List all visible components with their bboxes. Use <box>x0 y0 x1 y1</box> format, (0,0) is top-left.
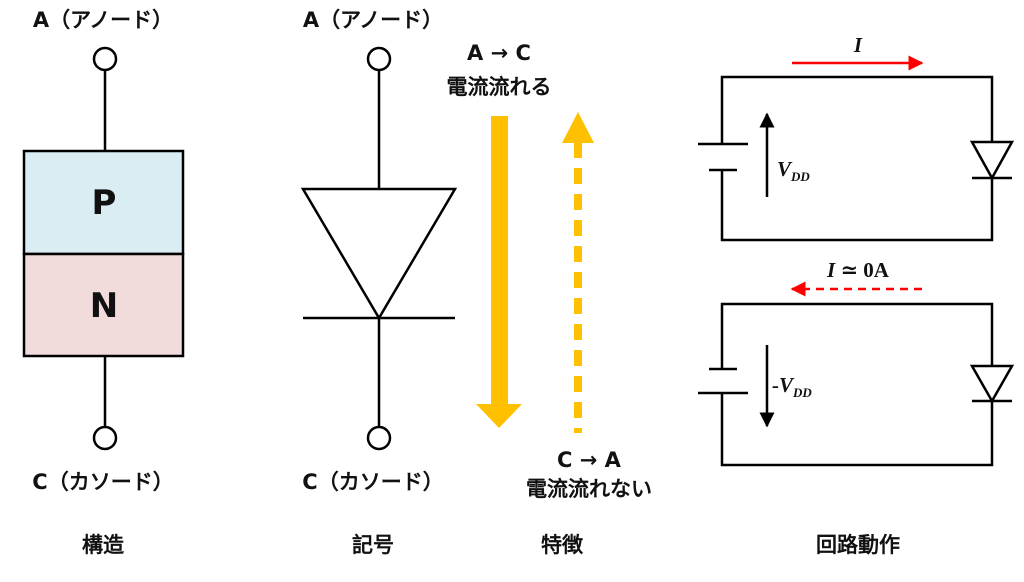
reverse-current-arrowhead <box>562 112 594 143</box>
structure-cathode-terminal <box>92 425 118 451</box>
characteristics-section-title: 特徴 <box>541 533 584 557</box>
p-label: P <box>92 183 117 223</box>
reverse-current-value: ≃ 0A <box>835 258 890 282</box>
forward-wire-top <box>720 75 994 144</box>
forward-current-text: 電流流れる <box>447 75 552 99</box>
symbol-cathode-label: C（カソード） <box>302 470 443 494</box>
reverse-diode-triangle <box>969 364 1015 404</box>
n-label: N <box>90 286 118 326</box>
reverse-wire-bottom <box>720 393 994 467</box>
symbol-section: A（アノード） C（カソード） 記号 <box>300 8 458 557</box>
reverse-voltage-main: V <box>779 373 795 397</box>
reverse-voltage-label: -VDD <box>772 373 812 400</box>
diode-triangle <box>300 187 458 321</box>
reverse-bias-circuit: I ≃ 0A -VDD <box>698 258 1015 467</box>
symbol-anode-terminal <box>366 46 392 72</box>
forward-wire-bottom <box>720 170 994 242</box>
n-region <box>22 252 185 358</box>
forward-voltage-sub: DD <box>790 169 810 184</box>
characteristics-section: A → C 電流流れる C → A 電流流れない 特徴 <box>447 41 653 557</box>
structure-section: A（アノード） P N C（カソード） 構造 <box>22 8 185 557</box>
symbol-cathode-terminal <box>366 425 392 451</box>
symbol-anode-label: A（アノード） <box>303 8 443 32</box>
reverse-current-text: 電流流れない <box>526 477 652 501</box>
reverse-voltage-sub: DD <box>792 385 812 400</box>
forward-current-label: I <box>853 33 863 57</box>
forward-bias-circuit: I VDD <box>698 33 1015 242</box>
symbol-section-title: 記号 <box>352 533 394 557</box>
reverse-current-symbol: I <box>826 258 836 282</box>
structure-section-title: 構造 <box>82 533 125 557</box>
forward-voltage-label: VDD <box>777 157 810 184</box>
circuit-section-title: 回路動作 <box>816 533 900 557</box>
structure-anode-label: A（アノード） <box>33 8 173 32</box>
forward-direction-label: A → C <box>467 41 531 65</box>
structure-anode-terminal <box>92 46 118 72</box>
reverse-direction-label: C → A <box>557 448 622 472</box>
circuit-section: I VDD I ≃ 0A -VDD 回路動作 <box>698 33 1015 557</box>
structure-cathode-label: C（カソード） <box>32 470 173 494</box>
forward-voltage-main: V <box>777 157 793 181</box>
reverse-voltage-prefix: - <box>772 373 779 397</box>
reverse-wire-top <box>720 302 994 369</box>
forward-current-arrow <box>476 116 522 428</box>
forward-diode-triangle <box>969 140 1015 181</box>
reverse-current-label: I ≃ 0A <box>826 258 890 282</box>
